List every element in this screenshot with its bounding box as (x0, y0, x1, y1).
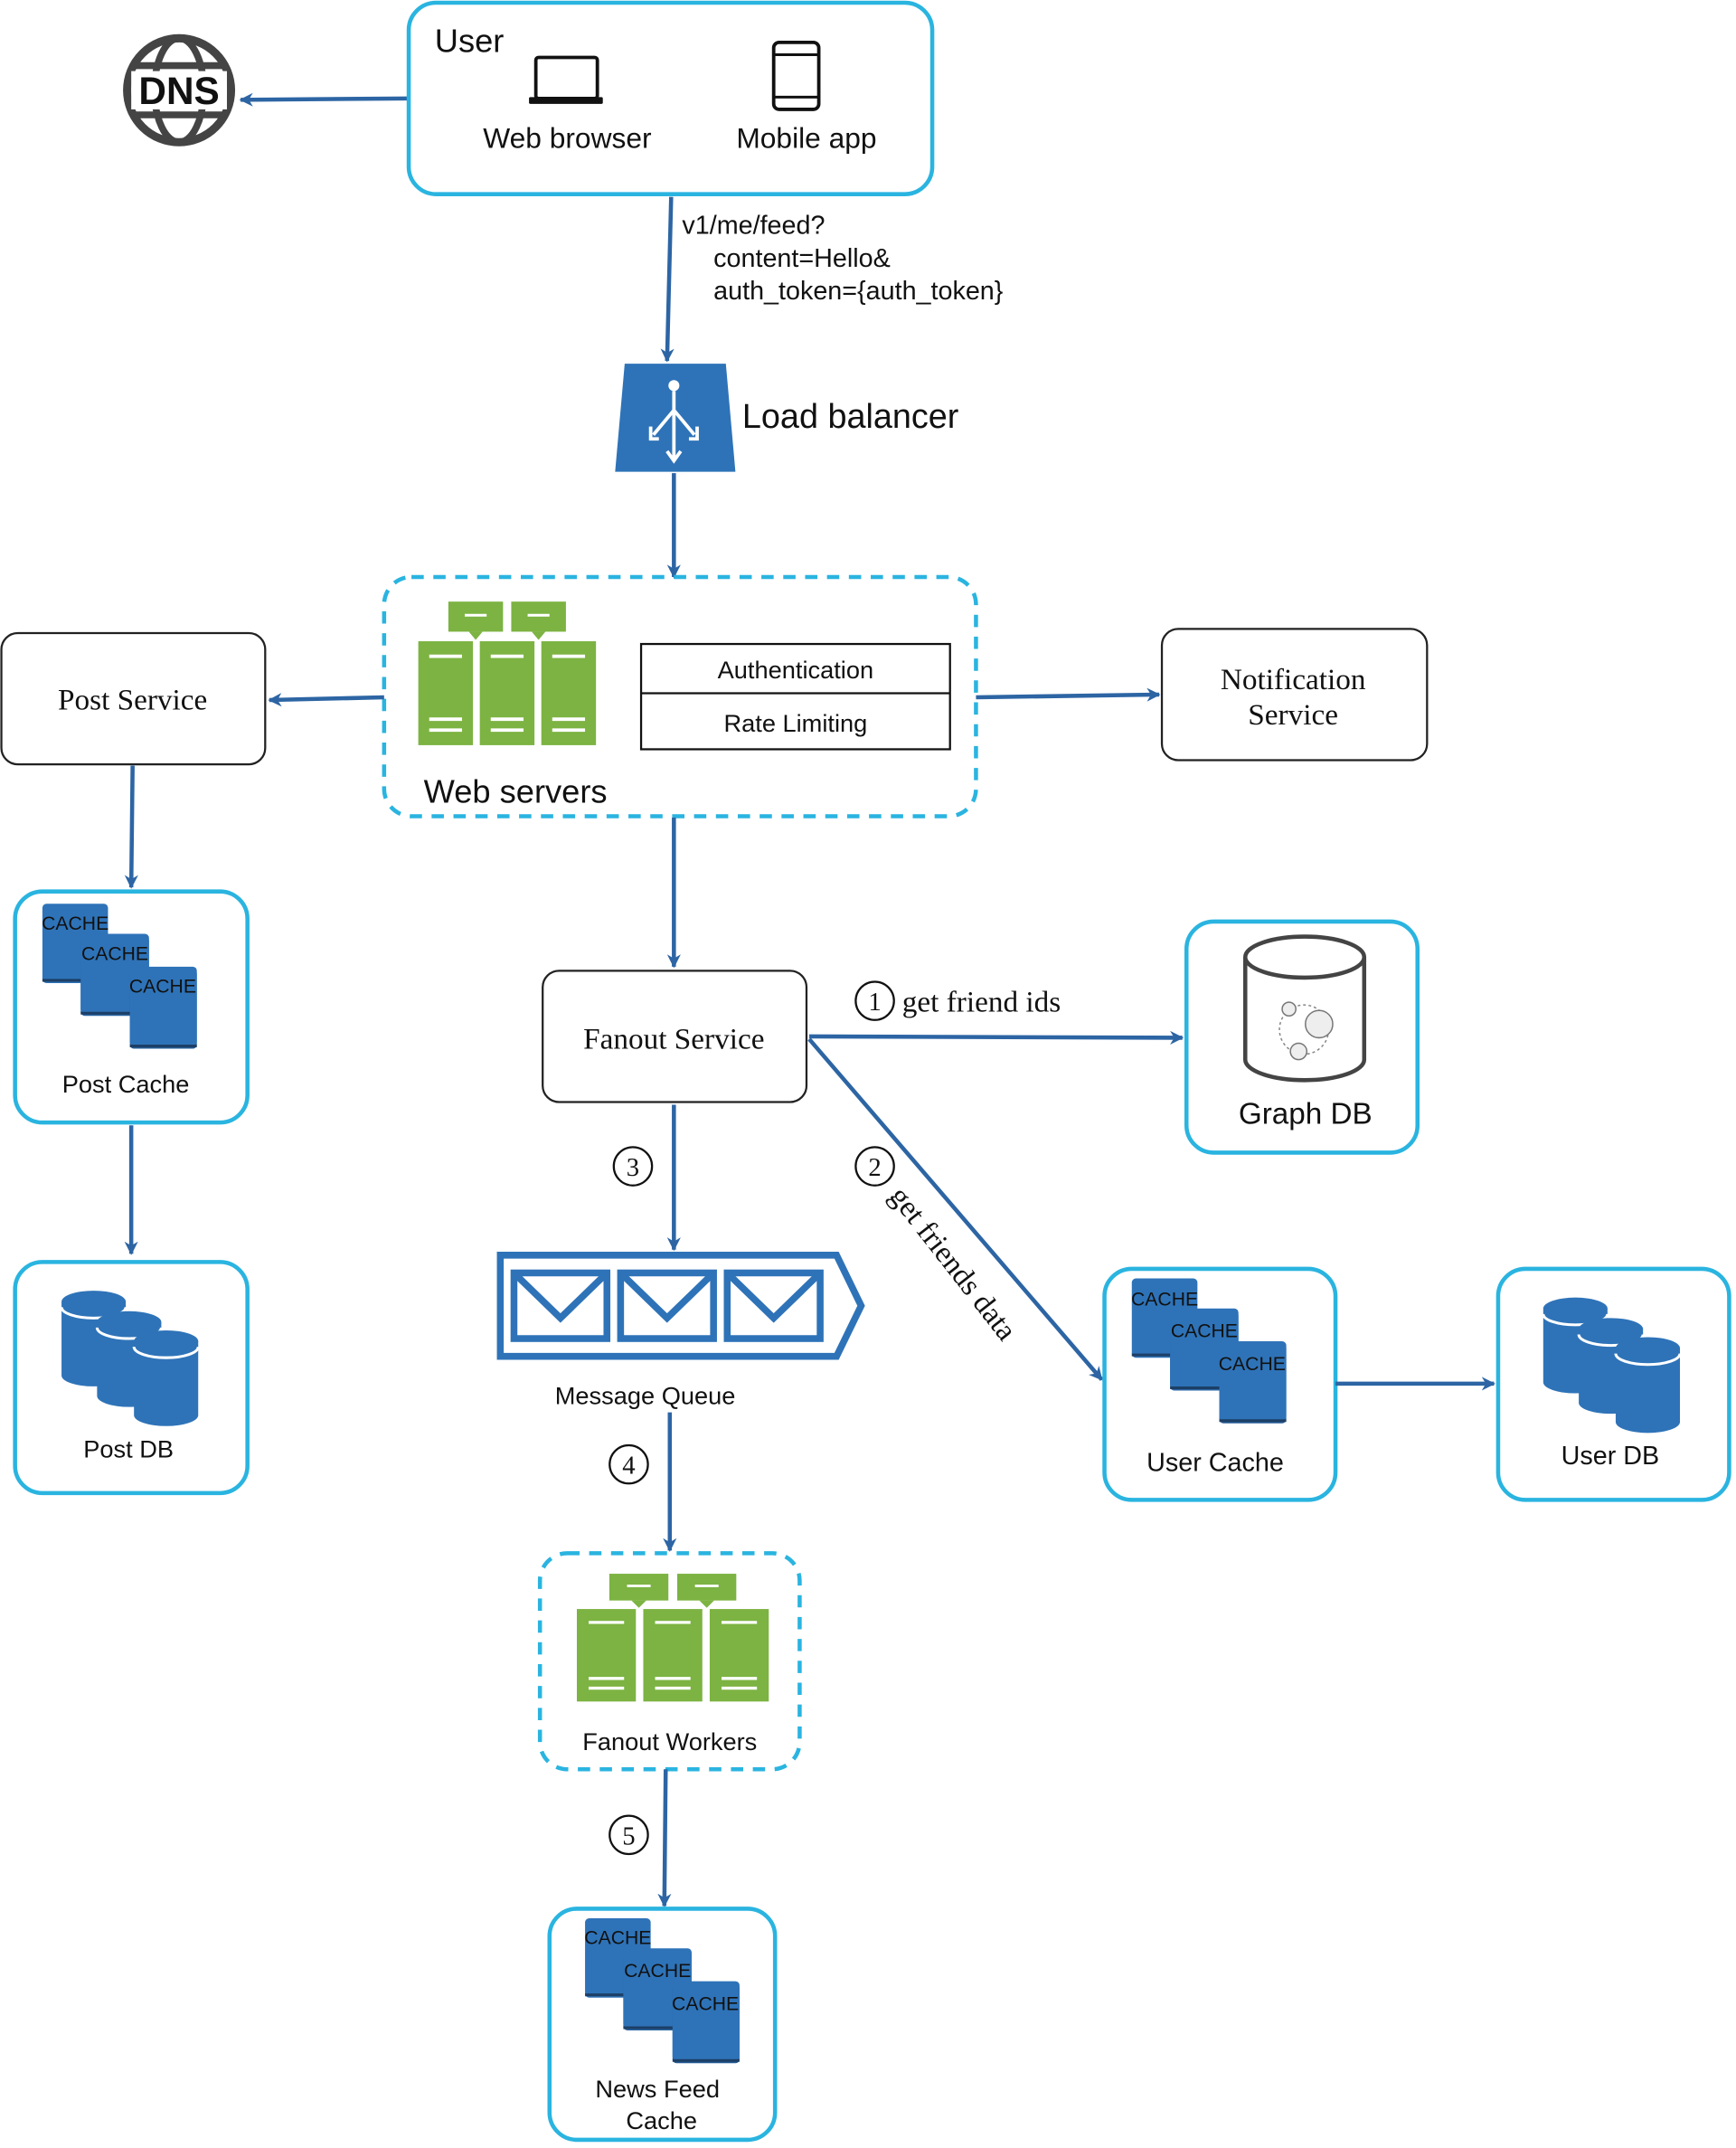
request-line-2: content=Hello& (713, 244, 891, 273)
message-queue-icon (496, 1252, 865, 1360)
request-line-1: v1/me/feed? (682, 212, 825, 241)
post-cache-box: CACHE CACHE CACHE Post Cache (13, 889, 250, 1125)
svg-text:CACHE: CACHE (1219, 1354, 1286, 1375)
svg-text:CACHE: CACHE (1131, 1290, 1198, 1311)
cache-icon: CACHE CACHE CACHE (41, 902, 199, 1051)
arrow-post-service-to-cache (124, 765, 138, 889)
step-4-number: 4 (622, 1452, 635, 1481)
user-title: User (435, 22, 505, 59)
news-feed-cache-line-2: Cache (626, 2106, 697, 2134)
mobile-phone-icon (771, 40, 821, 111)
user-db-box: User DB (1495, 1266, 1731, 1502)
fanout-service-box: Fanout Service (542, 970, 808, 1103)
arrow-fanout-to-graph-db (808, 1030, 1184, 1045)
post-cache-label: Post Cache (62, 1070, 190, 1098)
notification-service-line-1: Notification (1221, 663, 1366, 696)
arrow-user-to-dns (239, 92, 408, 107)
authentication-label: Authentication (718, 656, 873, 684)
message-queue-label: Message Queue (555, 1382, 736, 1410)
laptop-icon (529, 55, 603, 104)
cache-icon: CACHE CACHE CACHE (1130, 1276, 1288, 1425)
server-icon (577, 1574, 769, 1701)
load-balancer-icon (615, 364, 736, 472)
graph-db-box: Graph DB (1184, 919, 1420, 1155)
server-icon (416, 600, 599, 747)
notification-service-box: Notification Service (1160, 628, 1429, 762)
rate-limiting-label: Rate Limiting (723, 709, 867, 737)
step-5-number: 5 (622, 1822, 635, 1850)
notification-service-line-2: Service (1248, 698, 1338, 732)
dns-label: DNS (138, 70, 219, 112)
arrow-web-to-post-service (268, 693, 384, 707)
arrow-fanout-to-user-cache (807, 1037, 1104, 1381)
news-feed-cache-box: CACHE CACHE CACHE News Feed Cache (547, 1907, 778, 2143)
step-1-label: get friend ids (902, 986, 1061, 1019)
user-cache-box: CACHE CACHE CACHE User Cache (1102, 1266, 1338, 1502)
step-1-number: 1 (868, 988, 881, 1017)
graph-db-label: Graph DB (1239, 1098, 1373, 1131)
svg-text:CACHE: CACHE (672, 1993, 739, 2014)
cache-icon: CACHE CACHE CACHE (583, 1916, 741, 2065)
dns-globe-icon: DNS (123, 33, 236, 147)
user-db-label: User DB (1561, 1442, 1660, 1471)
arrow-web-to-notification (976, 687, 1161, 702)
step-2-number: 2 (868, 1153, 881, 1182)
svg-text:CACHE: CACHE (624, 1961, 691, 1982)
svg-text:CACHE: CACHE (584, 1928, 651, 1949)
post-db-label: Post DB (83, 1435, 174, 1463)
arrow-user-to-lb (660, 196, 675, 363)
load-balancer-label: Load balancer (742, 398, 958, 436)
svg-text:CACHE: CACHE (42, 913, 108, 934)
graph-database-icon (1242, 934, 1367, 1083)
fanout-workers-group: Fanout Workers (537, 1551, 802, 1772)
step-3-number: 3 (627, 1153, 639, 1182)
post-service-label: Post Service (58, 684, 207, 717)
user-box: User Web browser Mobile app (406, 0, 935, 196)
fanout-workers-label: Fanout Workers (582, 1727, 757, 1755)
web-servers-label: Web servers (424, 772, 608, 809)
mobile-app-label: Mobile app (736, 121, 876, 154)
svg-text:CACHE: CACHE (129, 977, 196, 998)
web-servers-group: Authentication Rate Limiting Web servers (382, 574, 978, 819)
svg-text:CACHE: CACHE (1171, 1321, 1238, 1342)
svg-text:CACHE: CACHE (81, 943, 148, 964)
web-browser-label: Web browser (483, 121, 652, 154)
request-line-3: auth_token={auth_token} (713, 277, 1004, 306)
news-feed-cache-line-1: News Feed (595, 2075, 720, 2103)
post-service-box: Post Service (0, 631, 267, 766)
arrow-workers-to-news-feed-cache (657, 1769, 672, 1907)
fanout-service-label: Fanout Service (583, 1023, 764, 1056)
user-cache-label: User Cache (1146, 1449, 1284, 1478)
post-db-box: Post DB (13, 1260, 250, 1496)
